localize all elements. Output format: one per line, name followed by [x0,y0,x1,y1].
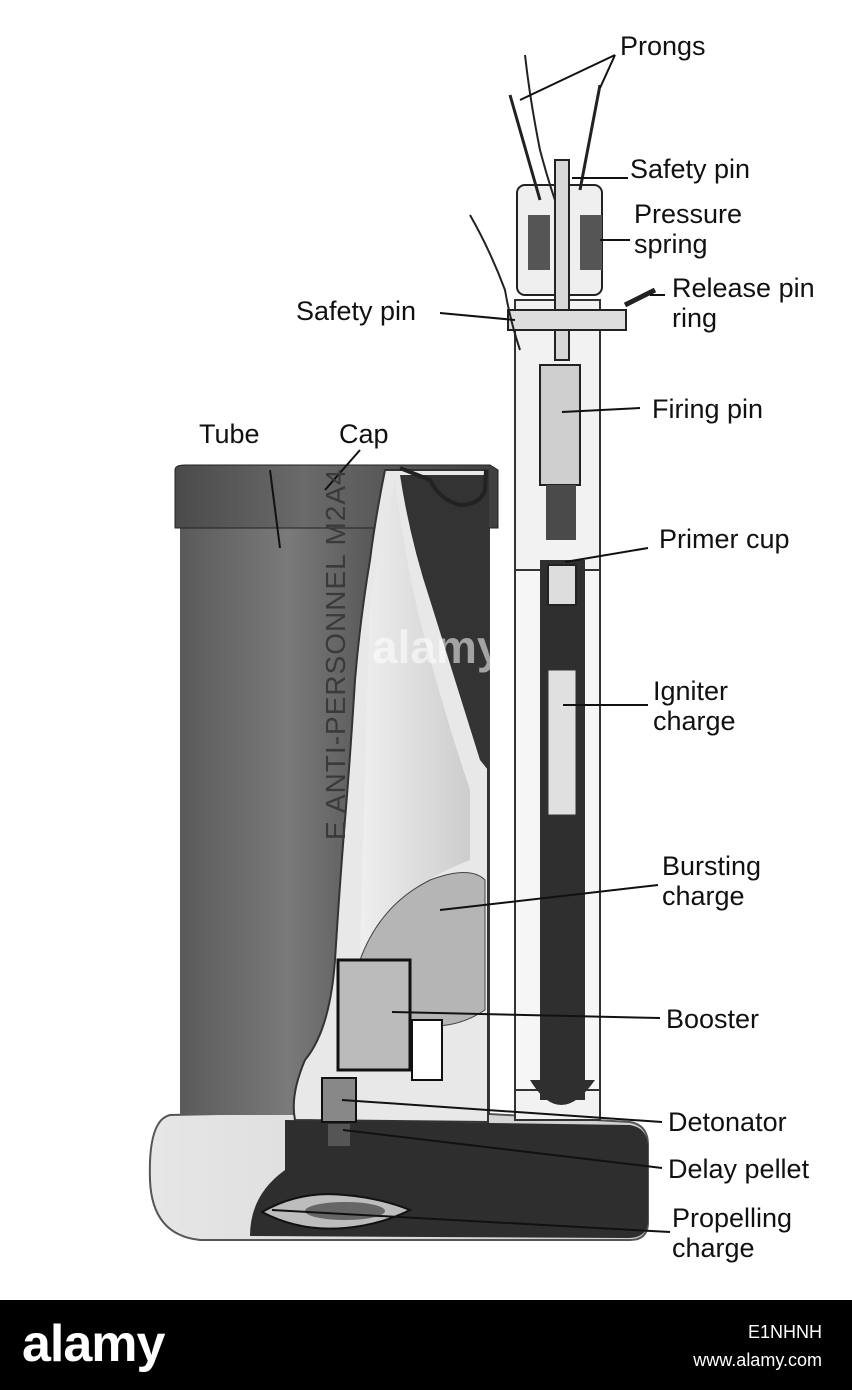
site-url: www.alamy.com [693,1350,822,1370]
base-cup [148,1108,649,1241]
label-booster: Booster [666,1004,760,1034]
label-bursting-charge: Bursting charge [662,851,761,911]
label-firing-pin: Firing pin [652,394,764,424]
label-pressure-spring: Pressure spring [634,199,742,259]
prongs [469,54,657,351]
label-propelling-charge-line1: Propelling [672,1203,793,1233]
label-release-pin-ring: Release pin ring [672,273,815,333]
fuze-head [507,159,627,361]
label-primer-cup: Primer cup [659,524,790,554]
label-pressure-spring-line1: Pressure [634,199,743,229]
label-propelling-charge: Propelling charge [672,1203,792,1263]
image-id: E1NHNH [747,1322,822,1342]
detonator-assembly [321,1077,357,1146]
watermark-text: alamy [372,621,503,673]
booster-block [336,958,443,1081]
label-cap: Cap [339,419,389,449]
label-bursting-charge-line1: Bursting [662,851,762,881]
label-igniter-charge: Igniter charge [653,676,736,736]
label-propelling-charge-line2: charge [672,1233,755,1263]
label-release-pin-ring-line1: Release pin [672,273,815,303]
label-detonator: Detonator [668,1107,787,1137]
label-prongs: Prongs [620,31,706,61]
label-release-pin-ring-line2: ring [672,303,718,333]
brand-logo: alamy [22,1315,165,1373]
label-safety-pin-top: Safety pin [630,154,751,184]
footer-bar: alamy E1NHNH www.alamy.com [0,1300,852,1390]
body-stamp-text: E ANTI-PERSONNEL M2A4 [320,468,351,840]
label-igniter-charge-line2: charge [653,706,736,736]
fuze-column [514,299,601,1121]
label-tube: Tube [199,419,260,449]
label-safety-pin-side: Safety pin [296,296,417,326]
label-igniter-charge-line1: Igniter [653,676,729,706]
label-bursting-charge-line2: charge [662,881,745,911]
label-pressure-spring-line2: spring [634,229,708,259]
mine-cutaway-diagram [148,54,671,1241]
leader-lines [269,54,671,1233]
label-delay-pellet: Delay pellet [668,1154,810,1184]
